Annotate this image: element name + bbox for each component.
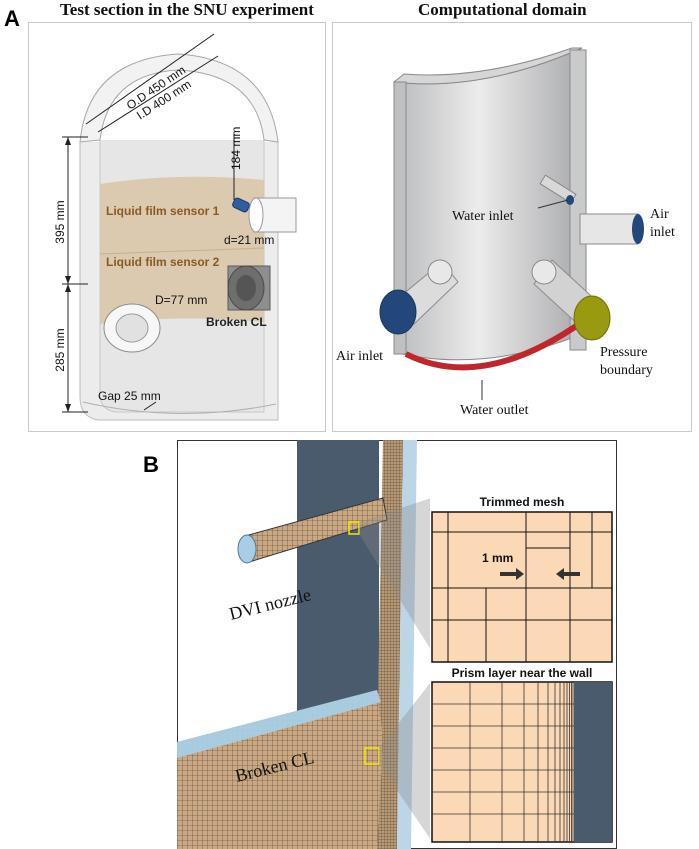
prism-wall (574, 682, 612, 842)
d77-label: D=77 mm (155, 293, 207, 307)
sensor1-label: Liquid film sensor 1 (106, 204, 220, 218)
broken-cl-label: Broken CL (206, 315, 267, 329)
right-panel-title: Computational domain (418, 0, 587, 19)
prism-layer-inset: Prism layer near the wall (430, 664, 614, 844)
liquid-film-band (100, 176, 264, 324)
od-dimension-line (85, 33, 215, 125)
left-air-inlet-face (379, 289, 417, 335)
trimmed-mesh-title: Trimmed mesh (480, 495, 565, 509)
right-arrow-icon (500, 568, 524, 580)
trimmed-mesh-grid (431, 511, 613, 663)
light-blue-edge (397, 440, 417, 849)
right-air-pipe (579, 213, 639, 245)
sensor2-label: Liquid film sensor 2 (106, 255, 220, 269)
id-dimension-line (97, 55, 219, 133)
nozzle-zoom-box (348, 521, 360, 535)
h395-label: 395 mm (53, 200, 67, 243)
sensor-divider (99, 247, 265, 255)
water-inlet-label: Water inlet (452, 209, 514, 224)
left-arrow-icon (556, 568, 580, 580)
left-panel-title: Test section in the SNU experiment (60, 0, 314, 19)
water-outlet-label: Water outlet (460, 403, 529, 418)
pressure-label-1: Pressure (600, 345, 647, 360)
trimmed-mesh-inset: Trimmed mesh 1 mm (430, 494, 614, 664)
air-inlet-left-label: Air inlet (336, 349, 383, 364)
air-inlet-right-label-1: Air (650, 207, 669, 222)
water-outlet-arc (404, 319, 584, 371)
pressure-boundary-face (573, 295, 611, 341)
prism-layer-title: Prism layer near the wall (452, 666, 593, 680)
one-mm-label: 1 mm (482, 551, 513, 565)
gap-label: Gap 25 mm (98, 389, 161, 403)
gap-arc (82, 401, 277, 415)
cylinder-top-rim (79, 53, 279, 143)
air-inlet-right-label-2: inlet (650, 225, 675, 240)
small-nozzle (232, 197, 250, 213)
h184-label: 184 mm (229, 127, 243, 170)
h285-label: 285 mm (53, 328, 67, 371)
wall-zoom-box (364, 747, 380, 765)
computational-domain-figure: Water inlet Air inlet Air inlet Pressure… (332, 22, 692, 432)
pressure-label-2: boundary (600, 363, 653, 378)
d21-label: d=21 mm (224, 233, 274, 247)
water-inlet-face (566, 195, 574, 205)
panel-label-a: A (4, 6, 20, 31)
panel-label-b: B (143, 452, 159, 477)
test-section-figure: O.D 450 mm I.D 400 mm 184 mm 395 mm 285 … (28, 22, 326, 432)
right-air-inlet-face (632, 214, 644, 244)
